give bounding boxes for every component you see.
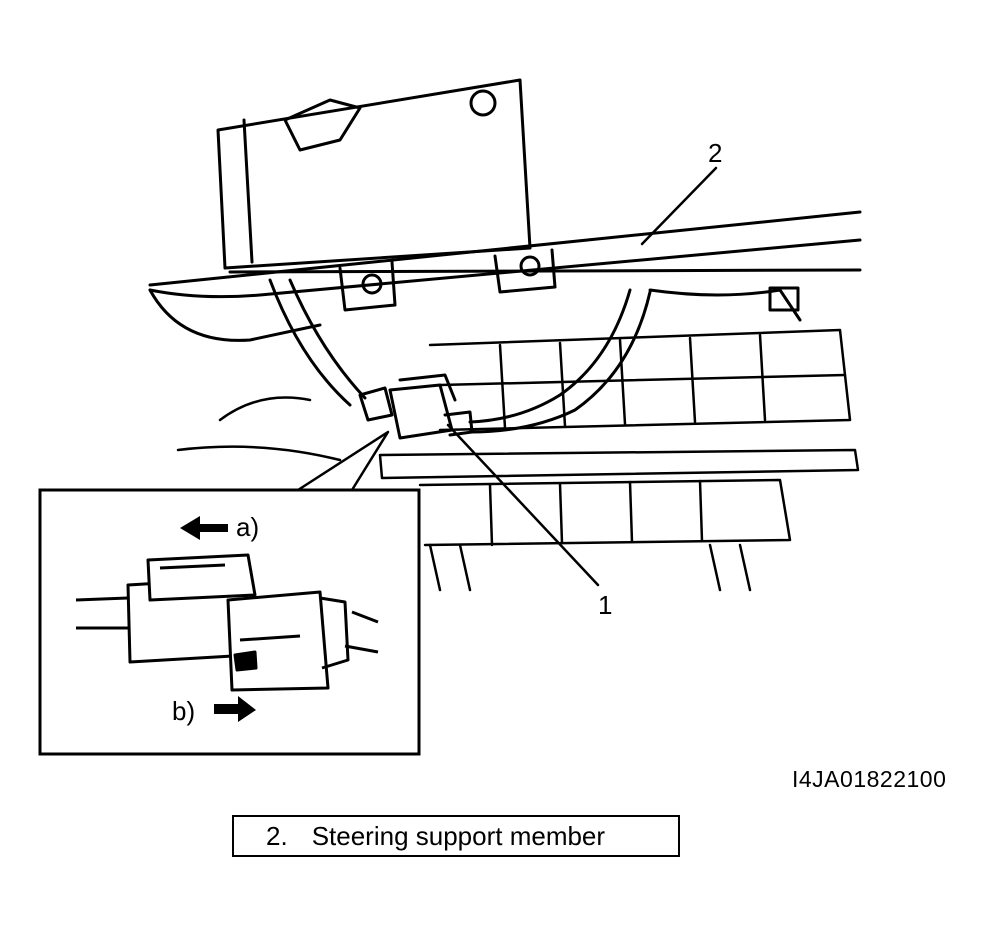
- callout-2: 2: [708, 138, 723, 168]
- lower-panel-grid: [176, 328, 860, 592]
- arrow-left-icon: [180, 516, 228, 540]
- figure-code: I4JA01822100: [792, 766, 947, 792]
- legend-text: Steering support member: [311, 820, 606, 851]
- legend-number: 2.: [266, 820, 288, 851]
- leader-line-2: [640, 166, 718, 246]
- arrow-right-icon: [214, 696, 256, 722]
- inset-connector-detail: [75, 553, 379, 692]
- leader-line-1: [446, 423, 600, 587]
- steering-support-member: [148, 78, 862, 342]
- callout-1: 1: [598, 590, 613, 620]
- inset-wedge: [296, 430, 390, 492]
- inset-label-a: a): [236, 512, 260, 542]
- legend-box: 2. Steering support member: [232, 815, 680, 857]
- wire-harness: [268, 278, 802, 434]
- inset-label-b: b): [172, 696, 196, 726]
